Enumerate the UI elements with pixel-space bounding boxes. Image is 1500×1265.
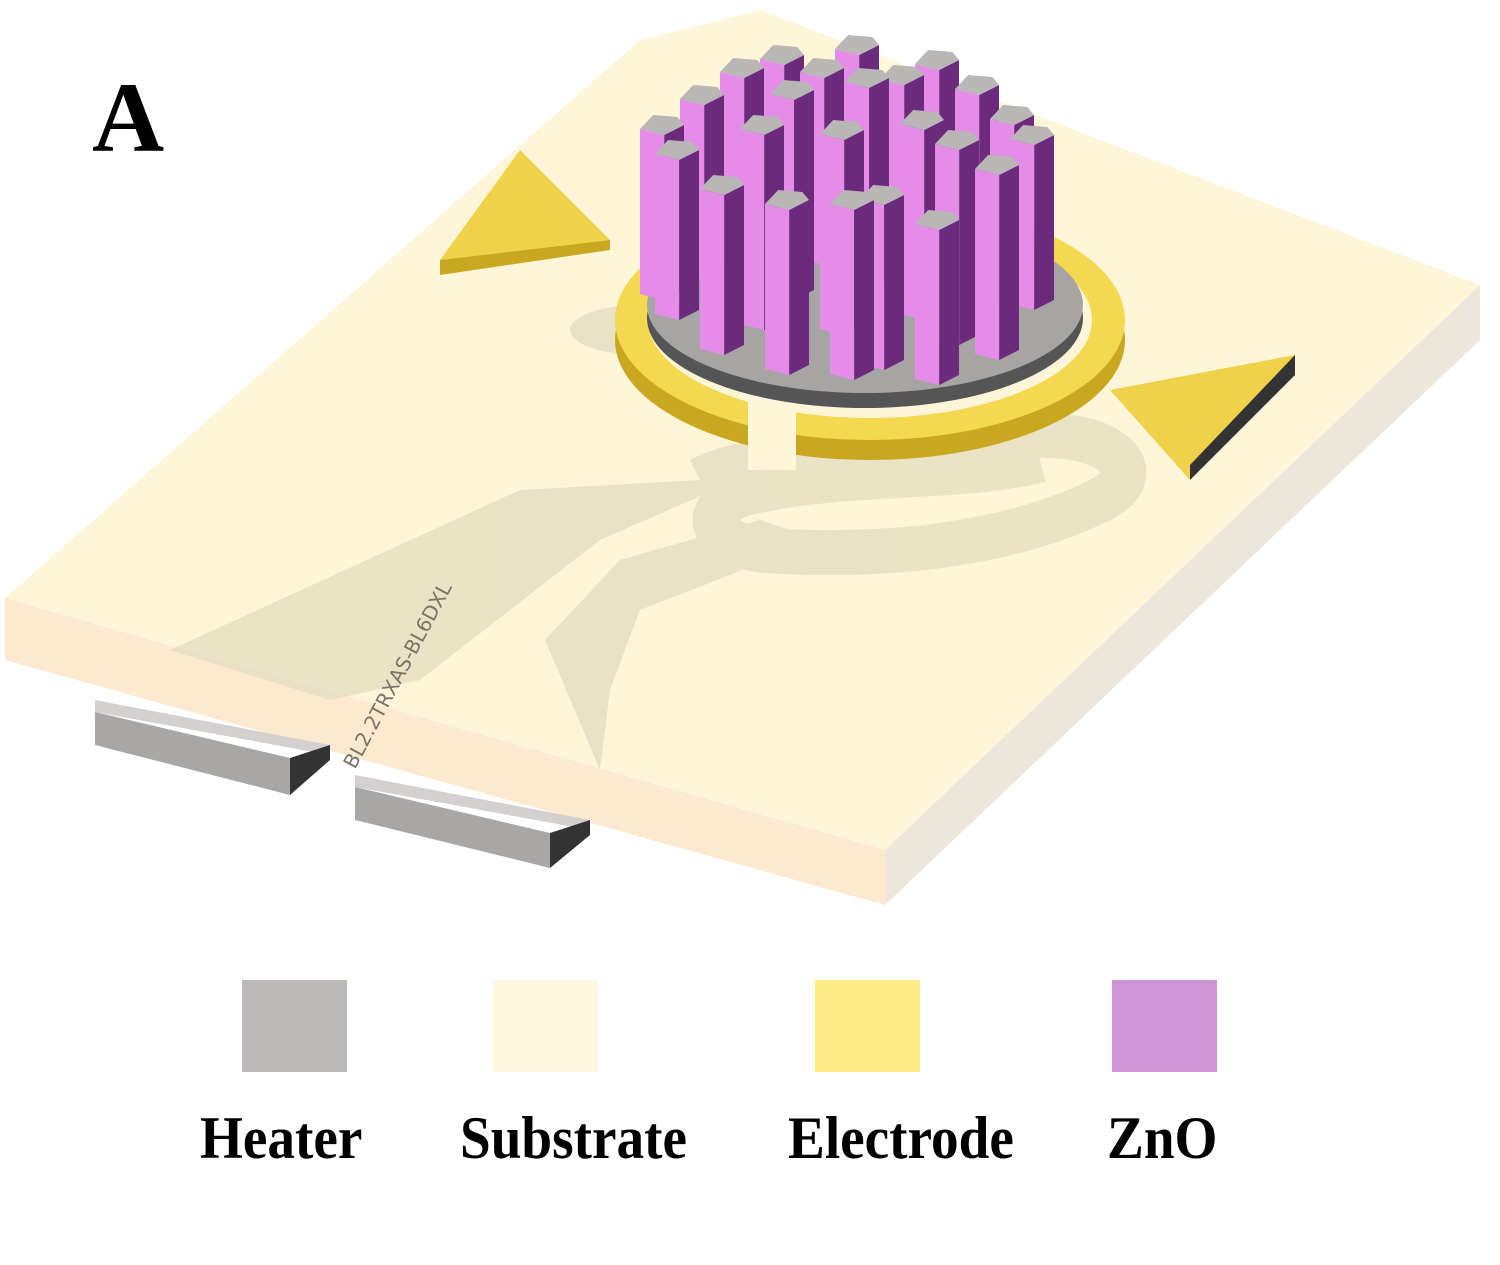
- legend-swatch-heater: [242, 980, 347, 1072]
- legend-label-electrode: Electrode: [788, 1105, 1014, 1171]
- heater-pad-left: [95, 700, 330, 795]
- legend-label-zno: ZnO: [1107, 1105, 1218, 1171]
- heater-pad-right: [355, 775, 590, 868]
- panel-label: A: [92, 62, 165, 173]
- zno-nanorods: [640, 35, 1054, 385]
- legend-swatch-substrate: [493, 980, 598, 1072]
- gas-sensor-diagram: BL2.2TRXAS-BL6DXL: [5, 10, 1480, 905]
- legend-swatch-zno: [1112, 980, 1217, 1072]
- legend-label-substrate: Substrate: [460, 1105, 687, 1171]
- zno-nanorod: [655, 140, 699, 320]
- zno-nanorod: [765, 190, 809, 375]
- zno-nanorod: [700, 175, 744, 355]
- legend-swatch-electrode: [815, 980, 920, 1072]
- zno-nanorod: [915, 210, 959, 385]
- legend-label-heater: Heater: [200, 1105, 363, 1171]
- zno-nanorod: [830, 190, 874, 380]
- zno-nanorod: [975, 155, 1019, 360]
